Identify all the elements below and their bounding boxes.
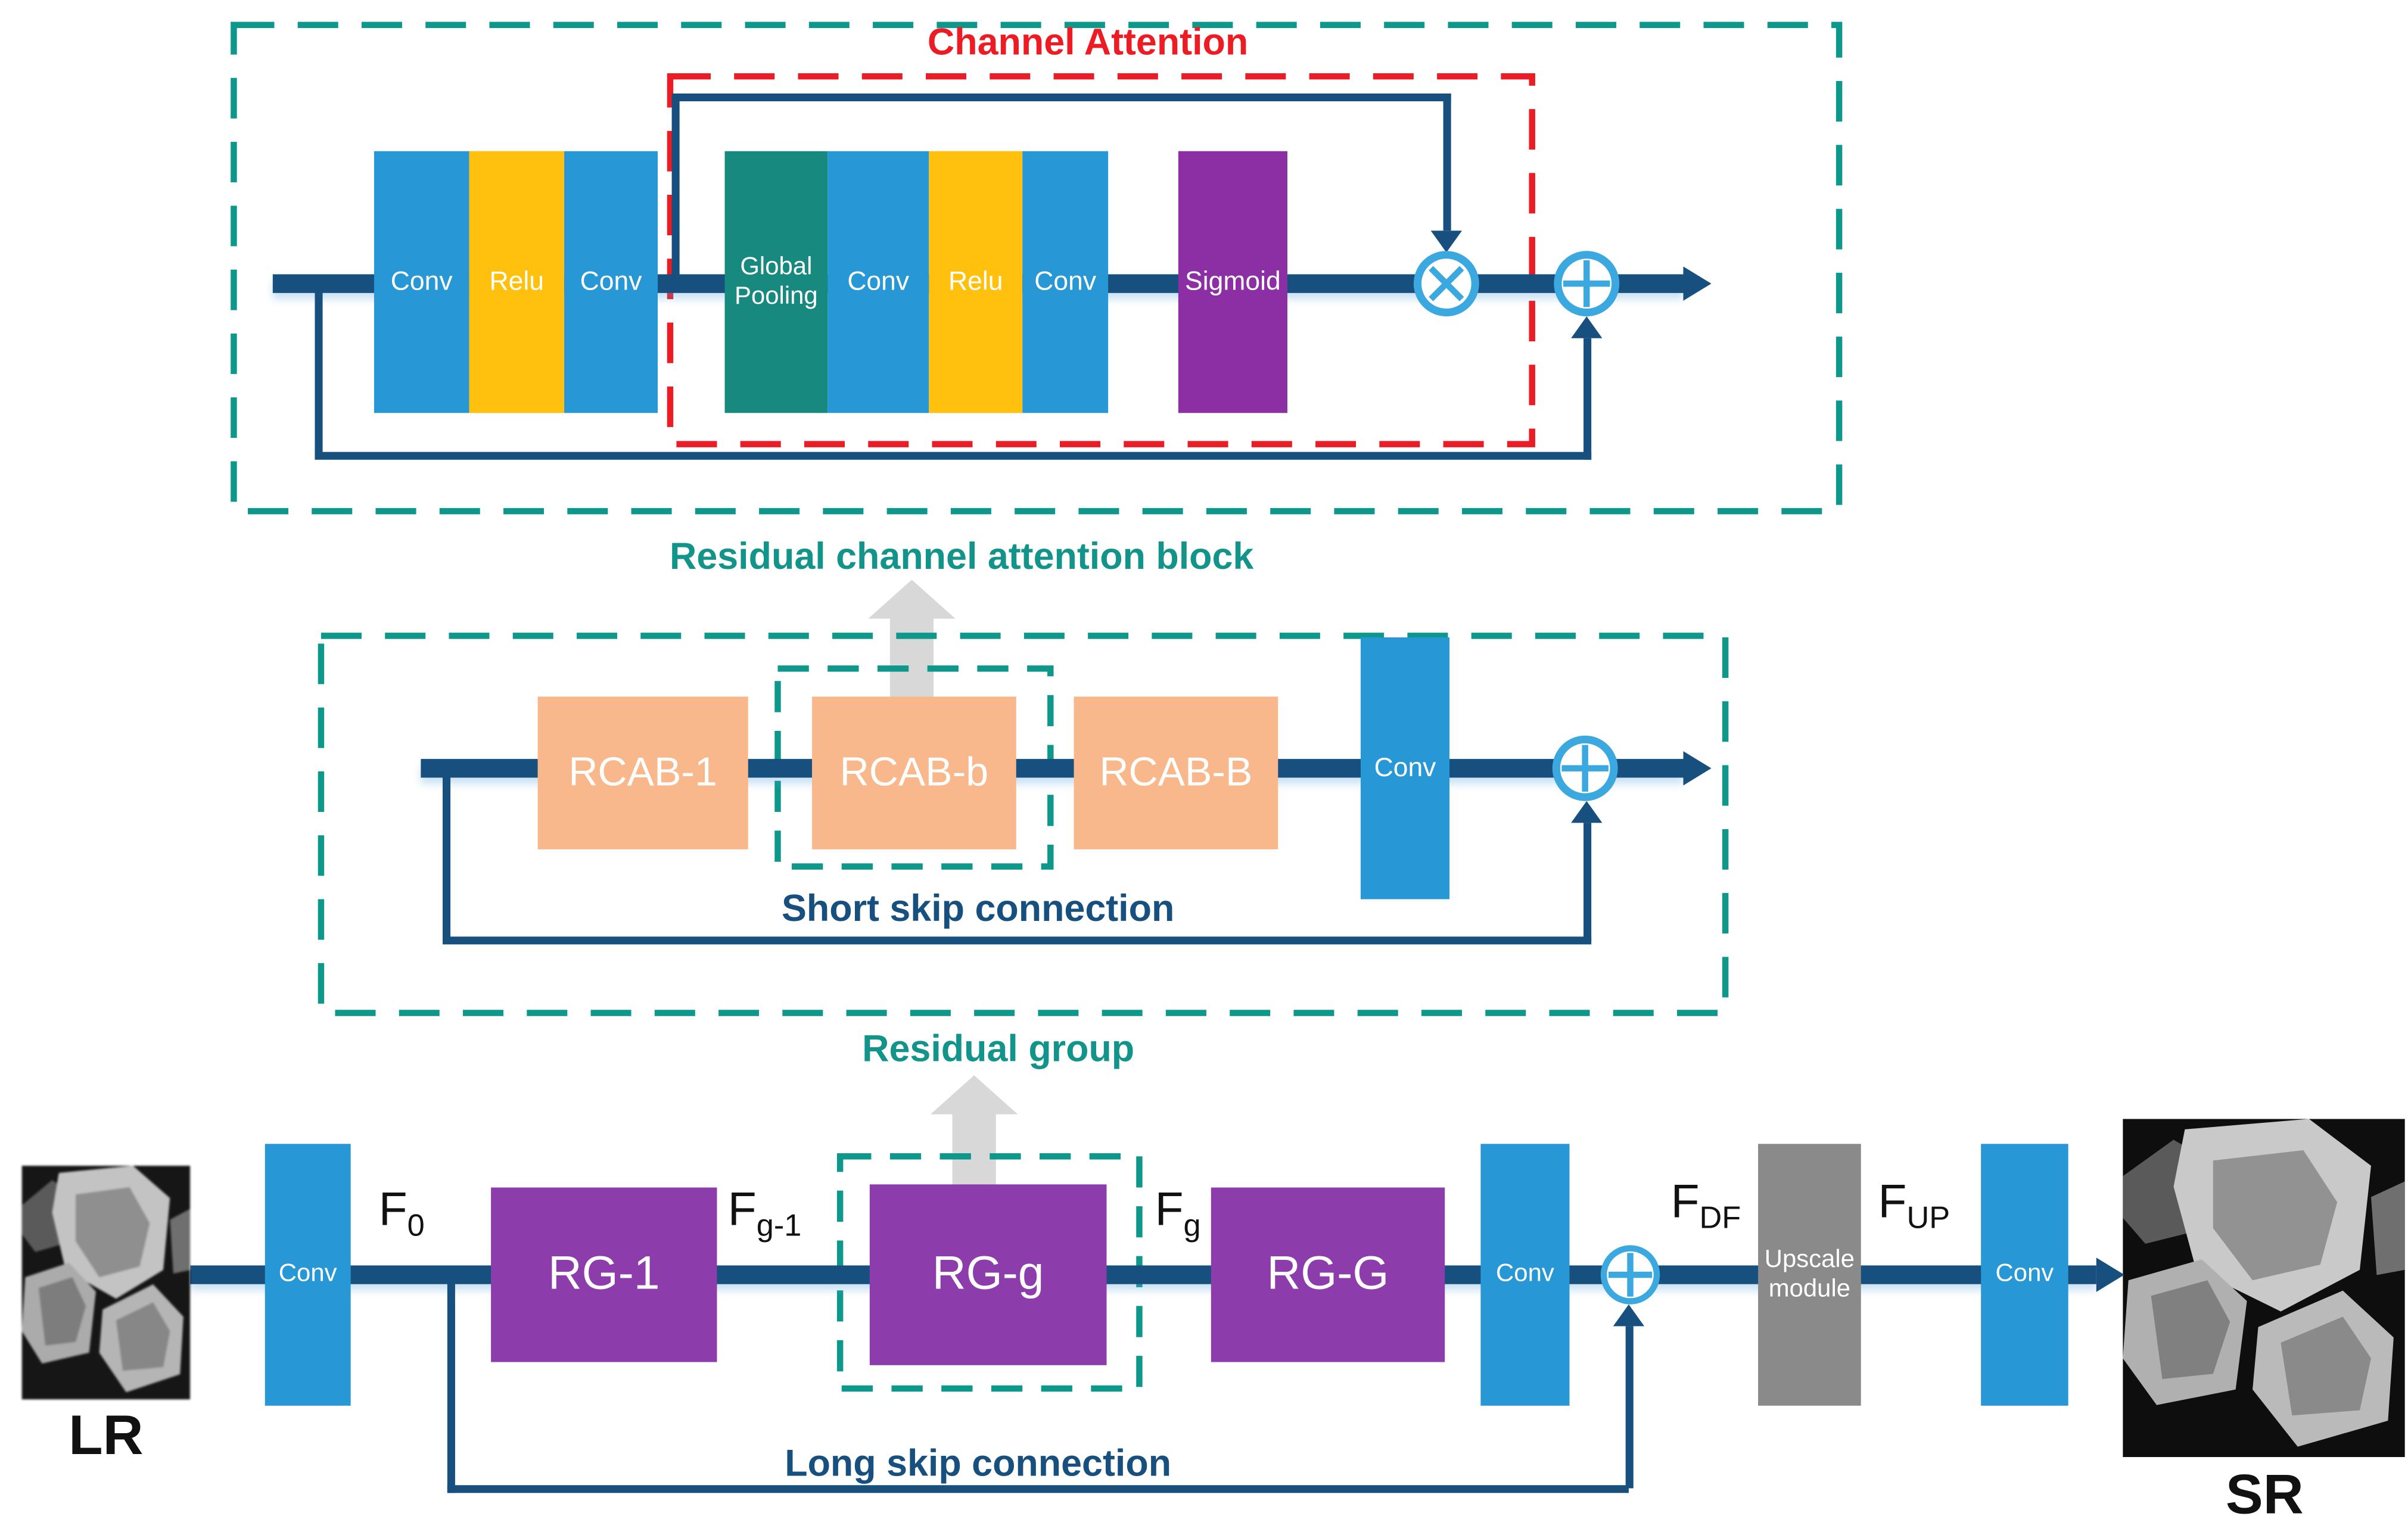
feature-label-fup: FUP [1878, 1176, 1950, 1236]
residual-group-caption: Residual group [862, 1028, 1135, 1071]
relu-block-2: Relu [929, 151, 1023, 413]
sr-label: SR [2225, 1461, 2304, 1516]
input-conv-block: Conv [265, 1144, 351, 1406]
up-block-arrow-icon [868, 580, 956, 619]
rcab-B-block: RCAB-B [1074, 696, 1278, 849]
short-skip-arrow-icon [1571, 801, 1603, 823]
long-skip-arrow-icon [1613, 1304, 1645, 1327]
up-block-arrow-icon [930, 1075, 1018, 1115]
rcab-skip-line-down [315, 284, 323, 459]
conv-block-2: Conv [564, 151, 658, 413]
sigmoid-block: Sigmoid [1178, 151, 1287, 413]
rcab-1-block: RCAB-1 [537, 696, 748, 849]
long-skip-line-bottom [447, 1485, 1629, 1493]
up-block-arrow-stem [889, 617, 934, 697]
ca-bypass-line-down [1443, 93, 1451, 231]
long-skip-line-down [447, 1275, 455, 1493]
conv-block-3: Conv [827, 151, 929, 413]
lr-crystals-graphic [21, 1165, 191, 1400]
feature-label-fg-1: Fg-1 [727, 1184, 802, 1244]
rcab-detail-dashed-box [231, 21, 1843, 515]
short-skip-line-down [443, 768, 451, 943]
rcab-skip-line-up [1583, 338, 1592, 460]
multiply-icon [1413, 251, 1479, 317]
plus-stroke [1582, 745, 1588, 792]
ca-bypass-arrow-icon [1430, 231, 1462, 253]
trunk-conv-block: Conv [1480, 1144, 1570, 1406]
short-skip-line-bottom [443, 936, 1592, 945]
rcab-skip-arrow-icon [1571, 316, 1603, 338]
middle-output-arrow-icon [1683, 751, 1712, 786]
plus-stroke [1583, 260, 1590, 307]
add-icon [1554, 251, 1620, 317]
up-block-arrow-stem [952, 1112, 996, 1188]
conv-block-1: Conv [374, 151, 469, 413]
rcab-b-block: RCAB-b [812, 696, 1016, 849]
rg-G-block: RG-G [1211, 1187, 1445, 1362]
short-skip-line-up [1583, 823, 1592, 942]
add-icon [1552, 735, 1618, 801]
rcab-skip-line-bottom [315, 452, 1592, 460]
plus-stroke [1627, 1253, 1634, 1297]
short-skip-label: Short skip connection [781, 888, 1175, 930]
sr-crystals-graphic [2123, 1119, 2405, 1458]
upscale-module-block: Upscale module [1758, 1144, 1861, 1406]
conv-block-4: Conv [1022, 151, 1109, 413]
long-skip-label: Long skip connection [785, 1443, 1172, 1486]
rg-1-block: RG-1 [491, 1187, 717, 1362]
feature-label-f0: F0 [378, 1184, 425, 1244]
sr-image [2123, 1119, 2405, 1458]
channel-attention-dashed-box [667, 73, 1535, 447]
global-pooling-block: Global Pooling [724, 151, 828, 413]
lr-image [21, 1165, 191, 1400]
ca-bypass-line-top [671, 93, 1451, 102]
rg-conv-block: Conv [1360, 637, 1450, 899]
channel-attention-title: Channel Attention [927, 21, 1249, 64]
add-icon [1600, 1245, 1660, 1305]
feature-label-fdf: FDF [1670, 1176, 1741, 1236]
ca-bypass-line-up [671, 93, 680, 284]
feature-label-fg: Fg [1155, 1184, 1201, 1244]
relu-block-1: Relu [469, 151, 565, 413]
sr-output-arrow-icon [2096, 1257, 2124, 1292]
lr-label: LR [69, 1402, 144, 1467]
rcab-caption: Residual channel attention block [669, 536, 1254, 578]
output-conv-block: Conv [1981, 1144, 2068, 1406]
long-skip-line-up [1625, 1326, 1634, 1489]
top-output-arrow-icon [1683, 266, 1712, 301]
rg-g-block: RG-g [869, 1184, 1107, 1365]
